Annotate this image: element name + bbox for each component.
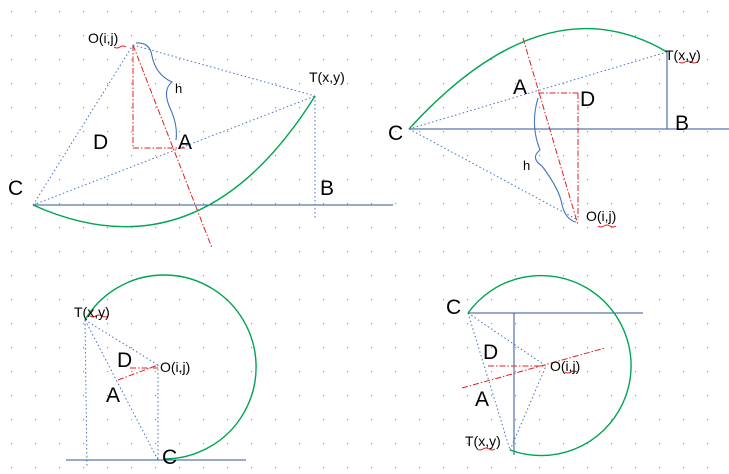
label-h: h [523,158,530,173]
line-to [509,365,547,451]
label-o: O(i,j) [586,208,616,224]
label-c: C [8,177,23,200]
arc-ct [467,274,632,457]
squiggle-o [597,224,617,228]
panel-bottom-left: T(x,y) D O(i,j) A C [66,274,257,469]
label-d: D [483,341,498,364]
label-c: C [162,446,177,469]
label-a: A [106,384,120,407]
label-c: C [446,296,461,319]
panel-top-right: T(x,y) A D C B h O(i,j) [388,27,729,228]
arc-ct [32,95,316,228]
label-a: A [475,388,489,411]
label-a: A [513,76,527,99]
label-d: D [580,88,595,111]
label-a: A [178,131,192,154]
line-t-vertical [84,319,88,467]
label-d: D [117,349,132,372]
line-ct [408,51,668,130]
label-t: T(x,y) [309,69,345,85]
label-t: T(x,y) [74,304,110,320]
label-o: O(i,j) [550,358,580,374]
line-ao [117,364,159,381]
label-c: C [388,122,403,145]
squiggle-t [476,447,496,451]
label-t: T(x,y) [665,47,701,63]
line-co [32,44,134,206]
label-t: T(x,y) [465,433,501,449]
label-d: D [93,131,108,154]
brace-h [533,97,577,223]
line-perpendicular [132,44,213,249]
label-o: O(i,j) [160,359,190,375]
squiggle-o [113,45,127,49]
line-perpendicular [522,37,579,226]
line-perpendicular [461,347,606,389]
label-b: B [320,177,334,200]
arc-ct [408,27,668,130]
label-b: B [675,112,689,135]
arc-tc [84,274,257,460]
squiggle-t [89,314,109,318]
squiggle-o [564,370,578,374]
panel-top-left: O(i,j) T(x,y) h D A C B [8,30,393,249]
label-h: h [175,81,182,96]
squiggle-t [678,60,698,64]
label-o: O(i,j) [88,30,118,46]
panel-bottom-right: C D O(i,j) A T(x,y) [446,274,643,457]
brace-h [135,42,177,141]
